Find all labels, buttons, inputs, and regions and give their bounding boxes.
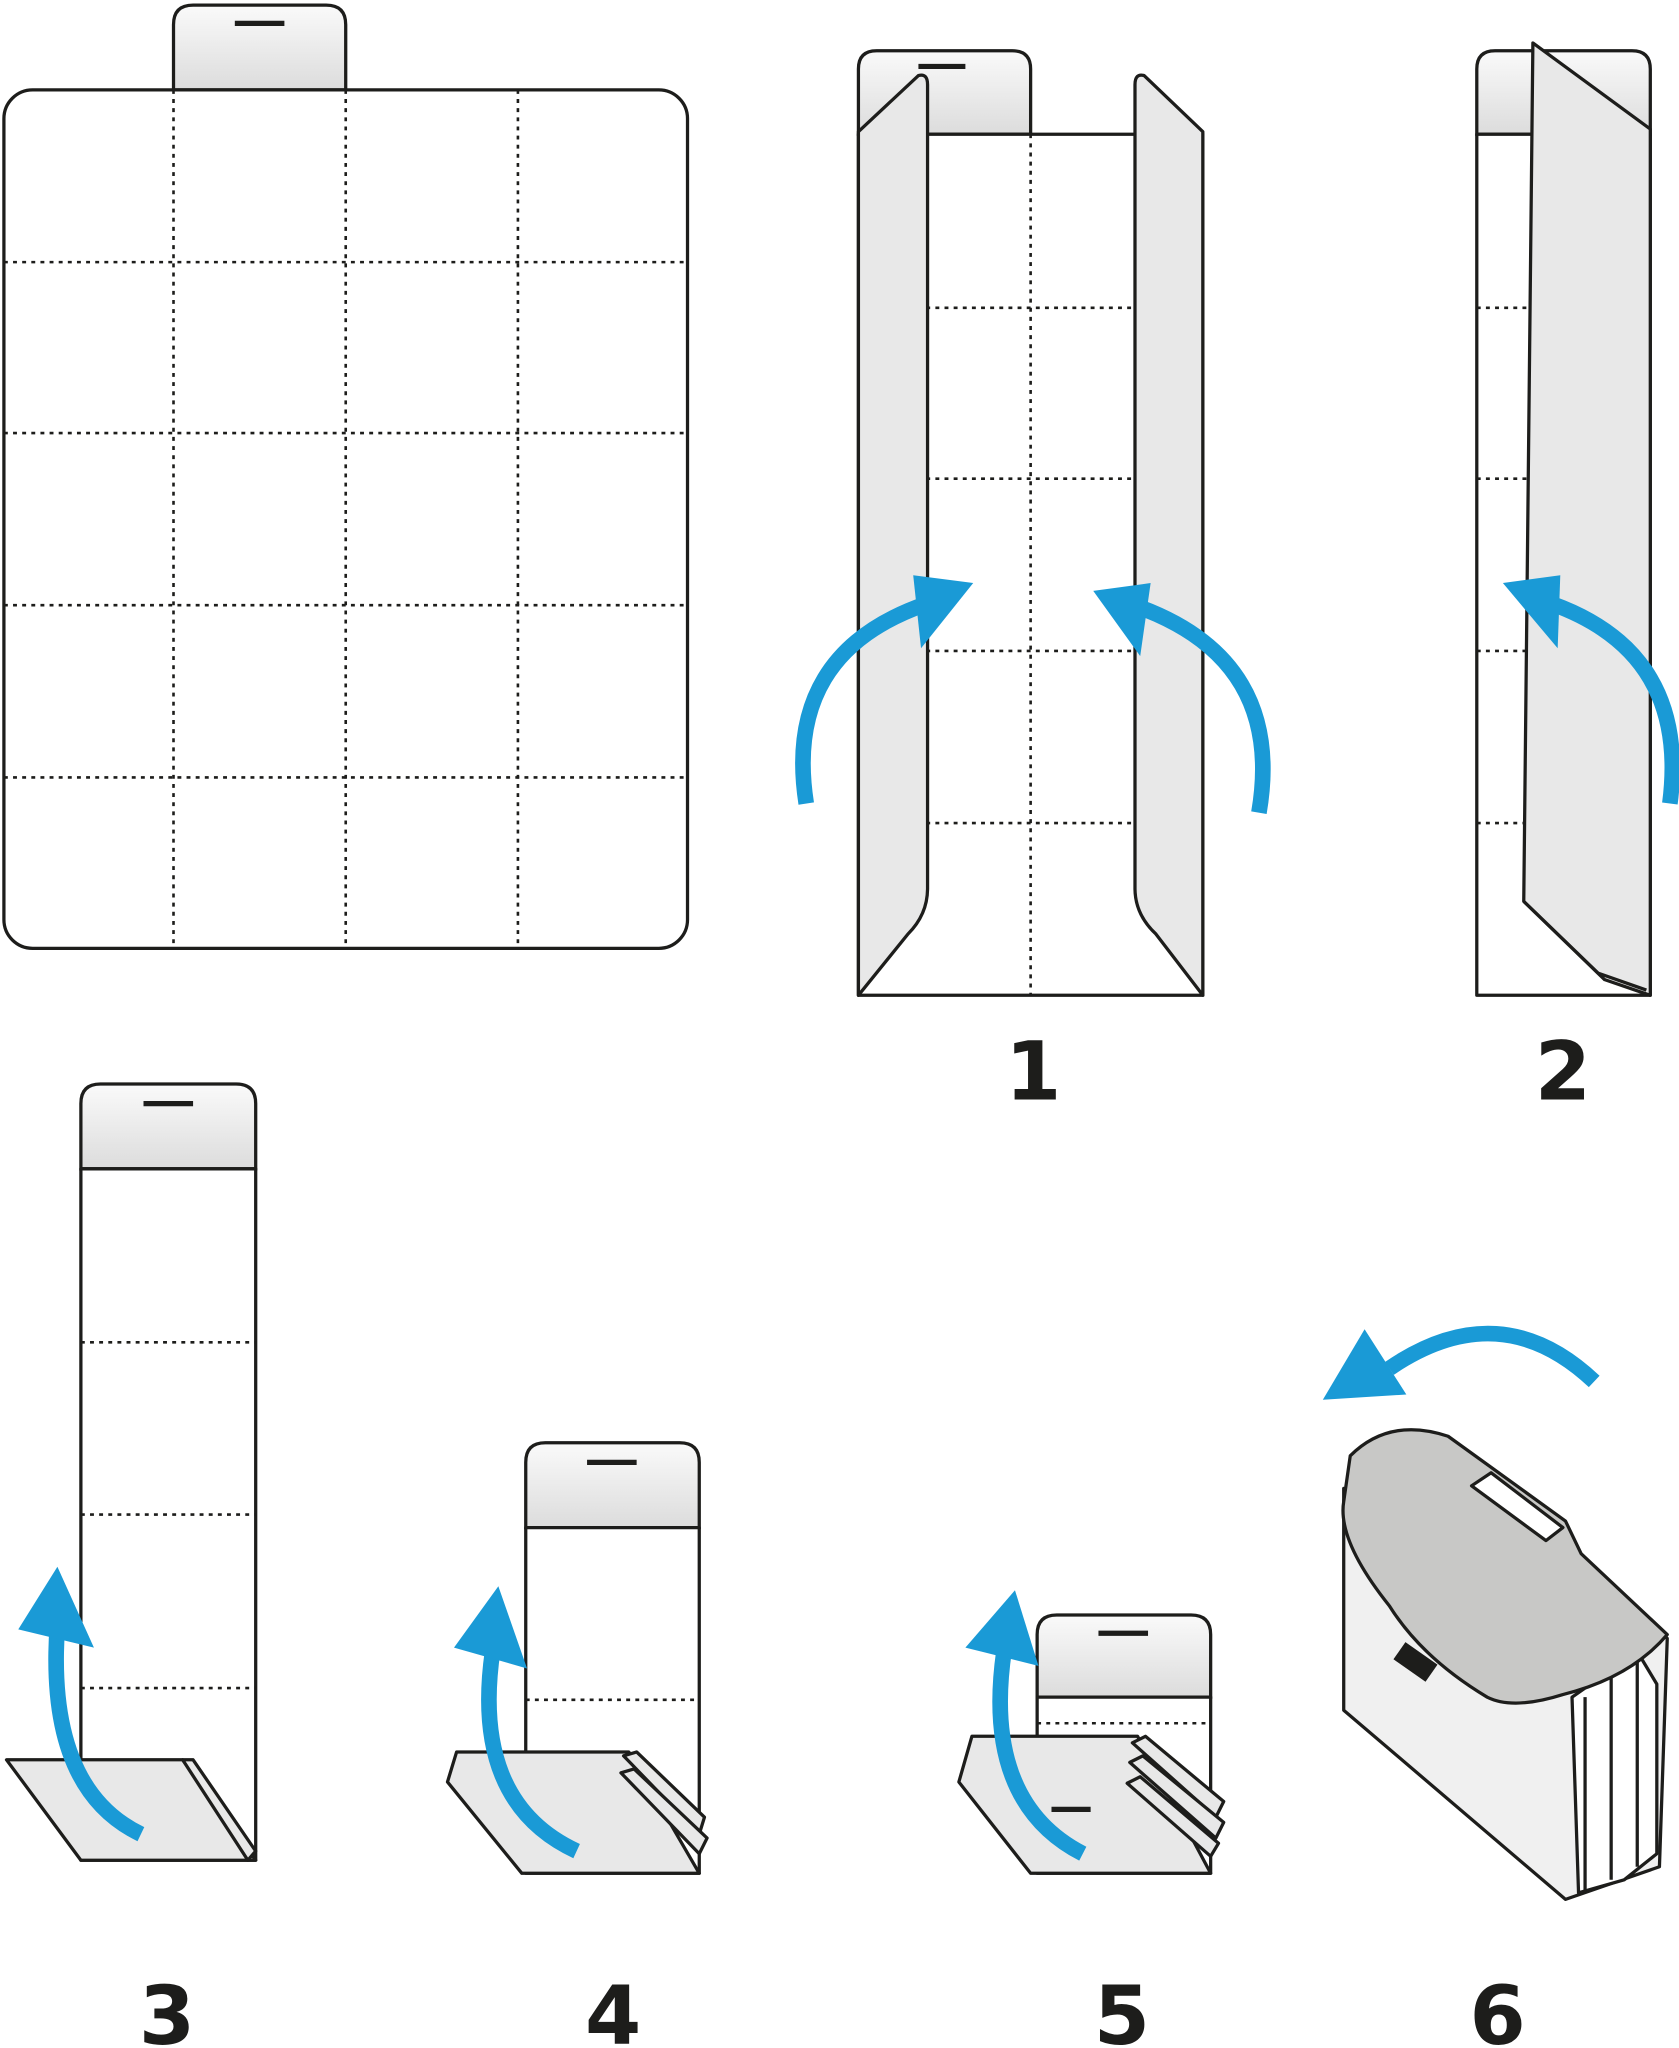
fold-arrow xyxy=(992,1646,1087,1861)
step-6-illustration xyxy=(1322,1325,1669,1902)
step-5-illustration xyxy=(957,1590,1226,1875)
unfolded-blanket xyxy=(2,3,690,950)
step-1-illustration xyxy=(795,49,1271,997)
step-number-2: 2 xyxy=(1535,1026,1591,1120)
fold-arrow xyxy=(481,1646,580,1859)
rotate-arrow xyxy=(1384,1325,1600,1388)
step-number-5: 5 xyxy=(1094,1970,1150,2048)
step-2-illustration xyxy=(1475,41,1679,997)
step-number-6: 6 xyxy=(1470,1970,1526,2048)
step-number-3: 3 xyxy=(139,1970,195,2048)
step-number-1: 1 xyxy=(1005,1026,1061,1120)
fold-arrow-right xyxy=(1134,599,1271,814)
fold-arrow-left xyxy=(795,596,929,805)
step-4-illustration xyxy=(445,1441,709,1875)
fold-arrow xyxy=(1549,596,1679,805)
step-3-illustration xyxy=(4,1082,258,1862)
fold-arrow xyxy=(48,1624,145,1842)
step-number-4: 4 xyxy=(585,1970,641,2048)
